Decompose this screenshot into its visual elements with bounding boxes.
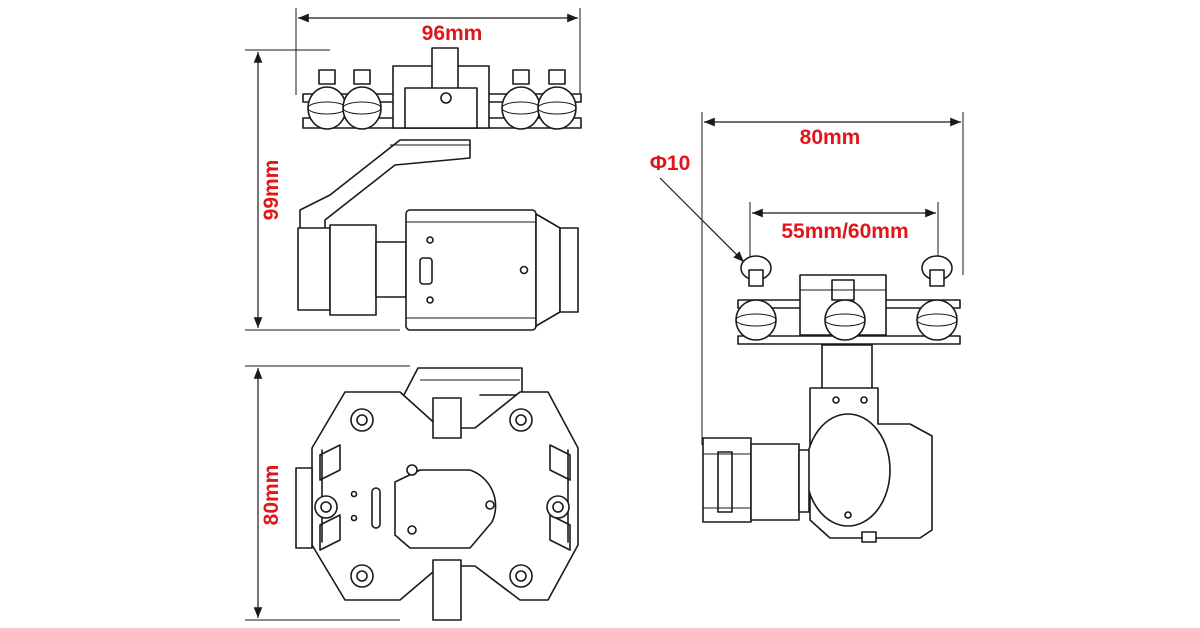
dimension-width-96: 96mm <box>295 8 581 95</box>
damper-group-side <box>735 255 958 341</box>
dimension-height-80: 80mm <box>245 365 410 621</box>
dimension-label-80mm-side: 80mm <box>800 126 861 149</box>
dimension-height-99: 99mm <box>245 49 400 331</box>
damper-group-front <box>307 69 577 130</box>
mount-holes-bottom <box>314 408 570 588</box>
front-view: 96mm 99mm <box>245 8 582 331</box>
dimension-mount-spacing: 55mm/60mm <box>749 202 939 268</box>
side-view: 80mm 55mm/60mm Φ10 <box>650 112 964 543</box>
dimension-label-80mm-bottom: 80mm <box>260 465 283 526</box>
dimension-width-80: 80mm <box>701 112 964 445</box>
dimension-label-diameter: Φ10 <box>650 152 691 175</box>
bottom-view: 80mm <box>245 365 579 621</box>
dimension-label-96mm: 96mm <box>422 22 483 45</box>
dimension-label-99mm: 99mm <box>260 160 283 221</box>
dimension-damper-diameter: Φ10 <box>650 152 745 263</box>
dimension-label-mount-spacing: 55mm/60mm <box>781 220 908 243</box>
